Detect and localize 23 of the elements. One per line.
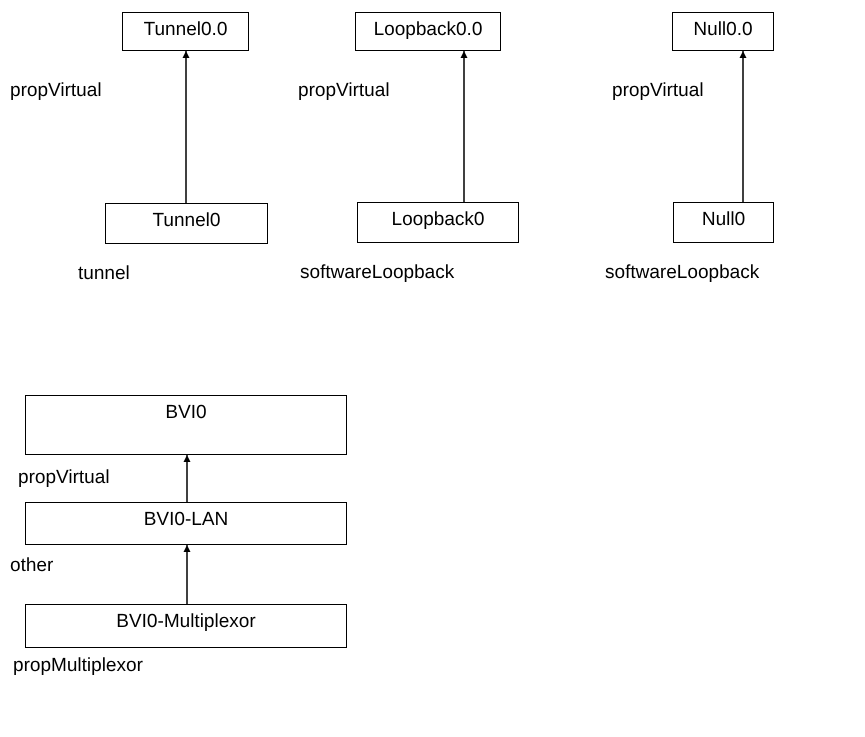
interface-type-label: tunnel <box>78 263 130 285</box>
interface-type-label: propVirtual <box>298 80 390 102</box>
interface-type-label: propVirtual <box>10 80 102 102</box>
interface-name: BVI0-Multiplexor <box>116 611 256 633</box>
interface-type-label: propMultiplexor <box>13 655 143 677</box>
interface-name: Loopback0 <box>392 209 484 231</box>
interface-name: Null0.0 <box>693 19 753 41</box>
arrow <box>740 51 746 202</box>
arrow <box>460 51 468 202</box>
interface-type-label: other <box>10 555 54 577</box>
interface-name: BVI0 <box>165 402 207 424</box>
arrow <box>184 545 190 604</box>
interface-type-label: propVirtual <box>612 80 704 102</box>
interface-name: BVI0-LAN <box>144 509 228 531</box>
interface-name: Loopback0.0 <box>374 19 482 41</box>
interface-name: Tunnel0 <box>152 210 220 232</box>
arrow <box>184 455 190 502</box>
arrow <box>182 51 190 203</box>
interface-name: Null0 <box>702 209 746 231</box>
interface-type-label: softwareLoopback <box>605 262 760 284</box>
interface-name: Tunnel0.0 <box>144 19 228 41</box>
interface-type-label: propVirtual <box>18 467 110 489</box>
interface-type-label: softwareLoopback <box>300 262 454 284</box>
